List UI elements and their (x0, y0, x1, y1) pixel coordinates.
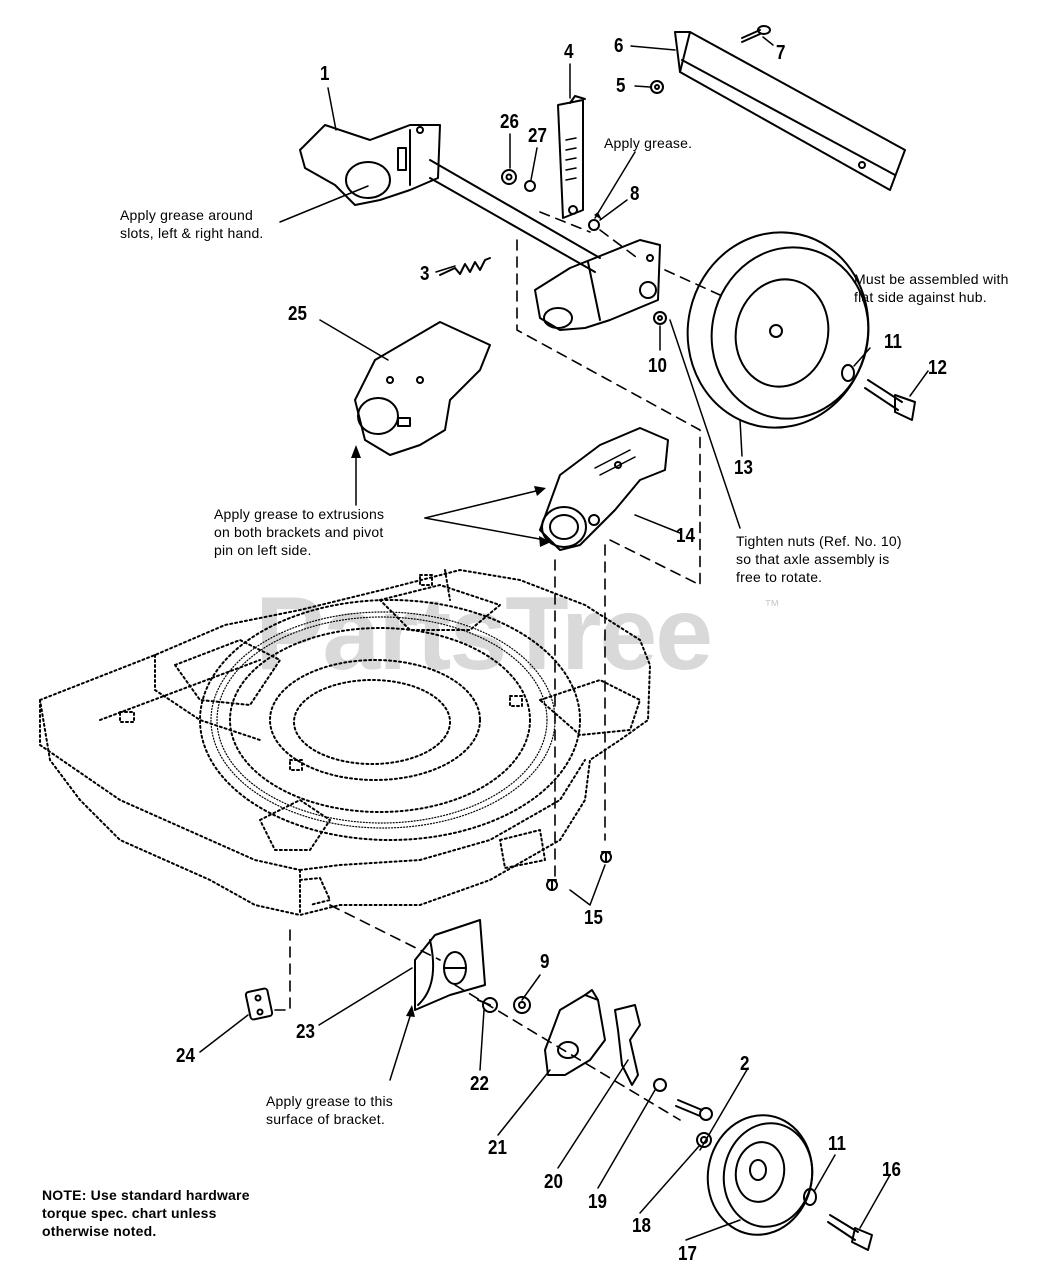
part-22-bolt (477, 997, 498, 1013)
note-bracket-line1: Apply grease to this (266, 1093, 393, 1109)
callout-25: 25 (288, 303, 307, 325)
note-flat-side-line2: flat side against hub. (854, 289, 987, 305)
assembly-guide-lines (274, 211, 721, 1121)
part-21-front-plate (544, 989, 606, 1076)
callout-5: 5 (616, 75, 626, 97)
axle-rod (429, 159, 601, 273)
callout-12: 12 (928, 357, 947, 379)
part-26-nut (501, 169, 517, 185)
part-7-screw (741, 25, 771, 43)
part-6-rear-trim (674, 31, 906, 191)
callout-3: 3 (420, 263, 430, 285)
part-19-spacer (653, 1078, 667, 1092)
mower-deck (39, 569, 651, 916)
part-25-left-bracket (354, 321, 491, 456)
callout-20: 20 (544, 1171, 563, 1193)
part-23-front-bracket (414, 919, 486, 1011)
callout-11-upper: 11 (884, 331, 902, 353)
callout-8: 8 (630, 183, 640, 205)
note-extrusions-line2: on both brackets and pivot (214, 524, 384, 540)
part-18-bolt (675, 1099, 713, 1121)
footer-note-line1: NOTE: Use standard hardware (42, 1187, 250, 1203)
part-1-axle-bracket (299, 124, 441, 206)
callout-19: 19 (588, 1191, 607, 1213)
part-11-washer-lower (803, 1188, 817, 1206)
callout-22: 22 (470, 1073, 489, 1095)
part-27-washer (524, 180, 536, 192)
part-8-washer (588, 219, 600, 231)
callout-27: 27 (528, 125, 547, 147)
part-14-right-bracket (539, 427, 669, 551)
callout-14: 14 (676, 525, 695, 547)
part-10-nut (653, 311, 667, 325)
callout-18: 18 (632, 1215, 651, 1237)
callout-10: 10 (648, 355, 667, 377)
part-17-front-wheel (706, 1114, 814, 1236)
callout-16: 16 (882, 1159, 901, 1181)
note-apply-grease: Apply grease. (604, 135, 693, 151)
callout-21: 21 (488, 1137, 507, 1159)
part-9-nut (513, 996, 531, 1014)
note-extrusions-line1: Apply grease to extrusions (214, 506, 385, 522)
right-pivot-bracket (534, 239, 661, 331)
note-extrusions-line3: pin on left side. (214, 542, 312, 558)
footer-note-line3: otherwise noted. (42, 1223, 157, 1239)
callout-24: 24 (176, 1045, 195, 1067)
callout-13: 13 (734, 457, 753, 479)
callout-2: 2 (740, 1053, 750, 1075)
note-tighten-line1: Tighten nuts (Ref. No. 10) (736, 533, 902, 549)
callout-26: 26 (500, 111, 519, 133)
callout-1: 1 (320, 63, 330, 85)
note-tighten-line2: so that axle assembly is (736, 551, 890, 567)
part-20-height-lever (614, 1004, 641, 1086)
part-11-washer-upper (841, 364, 855, 382)
note-tighten-line3: free to rotate. (736, 569, 823, 585)
trademark-symbol: ™ (764, 598, 780, 615)
note-grease-slots-line2: slots, left & right hand. (120, 225, 264, 241)
part-3-spring (439, 257, 491, 276)
callout-23: 23 (296, 1021, 315, 1043)
callout-9: 9 (540, 951, 550, 973)
partstree-watermark: PartsTree (255, 576, 713, 692)
part-12-bolt-upper (864, 379, 916, 421)
callout-7: 7 (776, 42, 786, 64)
footer-note-line2: torque spec. chart unless (42, 1205, 217, 1221)
leader-arrowheads (351, 212, 602, 1017)
part-4-adjuster-strap (557, 95, 586, 219)
callout-15: 15 (584, 907, 603, 929)
part-24-plate (244, 987, 274, 1021)
part-13-rear-wheel (686, 231, 870, 429)
note-flat-side-line1: Must be assembled with (854, 271, 1009, 287)
note-bracket-line2: surface of bracket. (266, 1111, 385, 1127)
part-16-bolt-lower (827, 1214, 873, 1251)
callout-4: 4 (564, 41, 574, 63)
deck-ring-serrations (210, 611, 556, 829)
callout-17: 17 (678, 1243, 697, 1265)
callout-11-lower: 11 (828, 1133, 846, 1155)
part-5-nut (650, 80, 664, 94)
part-15-screws (546, 851, 612, 891)
note-grease-slots-line1: Apply grease around (120, 207, 253, 223)
leader-lines (199, 36, 929, 1241)
callout-6: 6 (614, 35, 624, 57)
